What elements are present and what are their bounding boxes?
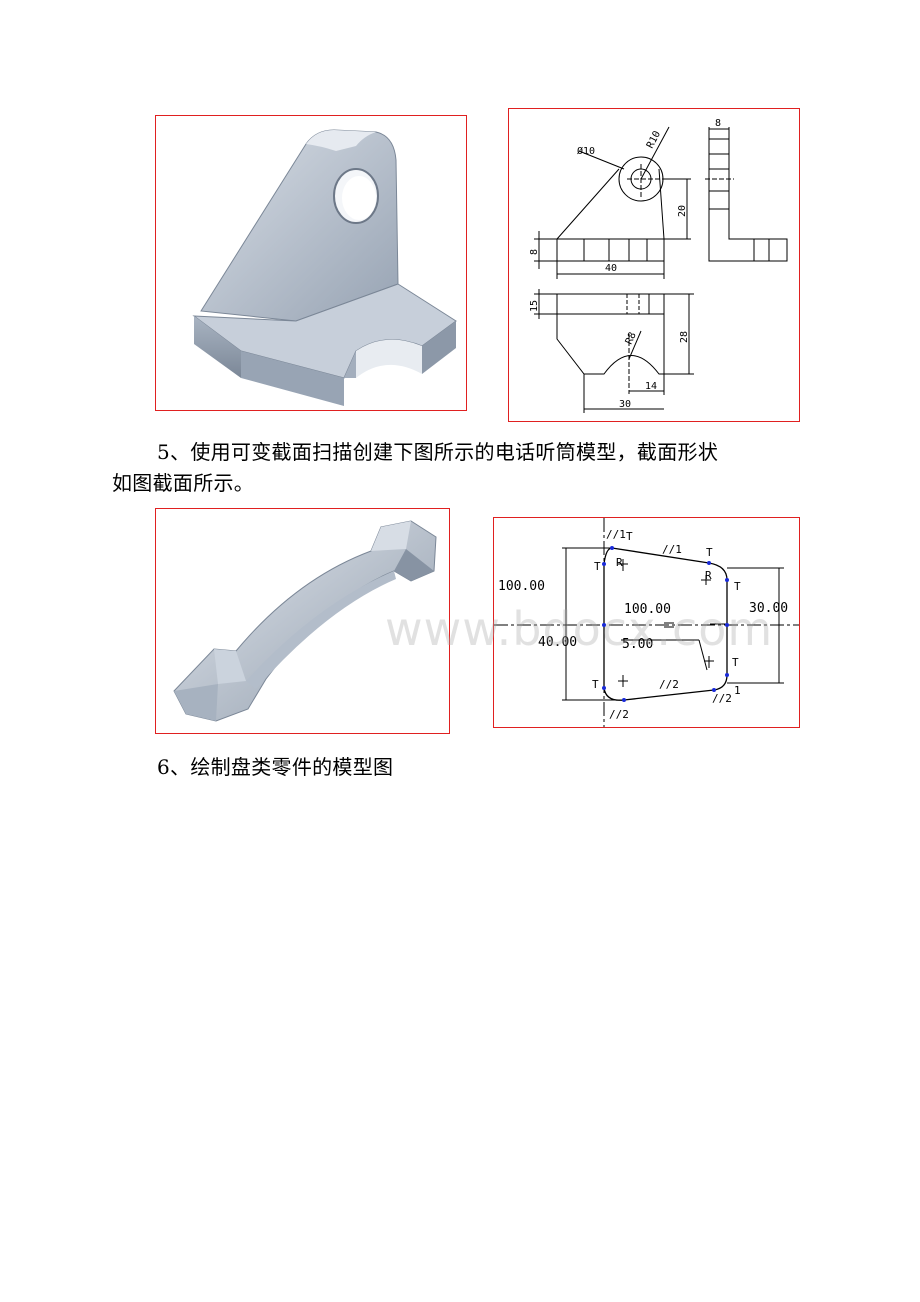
section-sketch: 100.00 100.00 30.00 40.00 5.00 //1 T //1… [494, 518, 799, 727]
constraint-bl-t: T [592, 678, 599, 691]
bracket-drawing: Ø10 R10 8 20 8 40 15 28 R8 14 30 [529, 118, 788, 413]
dim-height-20: 20 [677, 205, 688, 217]
dim-5: 5.00 [622, 637, 653, 652]
dim-100-mid: 100.00 [624, 602, 671, 617]
constraint-br-parallel: //2 [712, 692, 732, 705]
constraint-bl-parallel: //2 [609, 708, 629, 721]
dim-100-left: 100.00 [498, 579, 545, 594]
dim-40: 40.00 [538, 635, 577, 650]
constraint-br-one: 1 [734, 684, 741, 697]
constraint-right-t: T [734, 580, 741, 593]
dim-radius-10: R10 [645, 129, 663, 150]
constraint-tl-parallel: //1 [606, 528, 626, 541]
constraint-r1: R [616, 556, 623, 569]
constraint-r2: R [705, 569, 712, 582]
constraint-tr-t: T [706, 546, 713, 559]
instruction-5-line1: 5、使用可变截面扫描创建下图所示的电话听筒模型，截面形状 [157, 440, 719, 464]
dim-hole-dia: Ø10 [577, 145, 595, 157]
instruction-6: 6、绘制盘类零件的模型图 [157, 755, 394, 779]
constraint-left-t: T [594, 560, 601, 573]
handset-model-image [173, 520, 437, 722]
dim-width-30: 30 [619, 399, 631, 410]
handset-model-frame [155, 508, 450, 734]
dim-depth-15: 15 [529, 300, 540, 312]
bracket-drawing-frame: Ø10 R10 8 20 8 40 15 28 R8 14 30 [508, 108, 800, 422]
dim-length-40: 40 [605, 263, 617, 274]
dim-thick-8: 8 [529, 249, 540, 255]
dim-30: 30.00 [749, 601, 788, 616]
constraint-br-t: T [732, 656, 739, 669]
constraint-tl-t: T [626, 530, 633, 543]
section-sketch-frame: 100.00 100.00 30.00 40.00 5.00 //1 T //1… [493, 517, 800, 728]
bracket-model-frame [155, 115, 467, 411]
dim-depth-28: 28 [679, 331, 690, 343]
instruction-5-line2: 如图截面所示。 [112, 471, 255, 495]
constraint-top-parallel: //1 [662, 543, 682, 556]
constraint-bottom-parallel: //2 [659, 678, 679, 691]
dim-width-top: 8 [715, 118, 721, 129]
dim-radius-8: R8 [624, 331, 639, 347]
dim-dist-14: 14 [645, 381, 657, 392]
watermark: www.bdocx.com [385, 602, 774, 656]
bracket-model-image [192, 129, 457, 406]
